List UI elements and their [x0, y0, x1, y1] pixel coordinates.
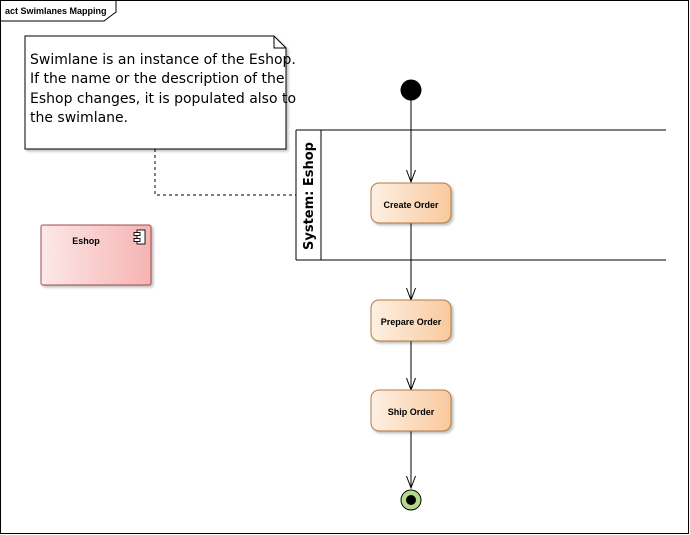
action-label: Create Order: [383, 200, 439, 210]
arrowhead-icon: [406, 475, 416, 490]
note-shape: [24, 35, 287, 150]
action-label: Ship Order: [388, 407, 435, 417]
arrowhead-icon: [406, 169, 416, 184]
note[interactable]: Swimlane is an instance of the Eshop. If…: [24, 35, 301, 150]
frame-label-tab: [0, 0, 117, 22]
action-ship-order[interactable]: Ship Order: [370, 389, 452, 432]
component-label: Eshop: [72, 236, 100, 246]
note-anchor-link[interactable]: [154, 149, 296, 196]
note-fold: [273, 36, 286, 49]
note-line: Swimlane is an instance of the Eshop.: [30, 52, 296, 68]
note-line: the swimlane.: [30, 110, 128, 126]
frame-label: act Swimlanes Mapping: [5, 6, 107, 16]
eshop-component[interactable]: Eshop: [40, 224, 152, 286]
action-prepare-order[interactable]: Prepare Order: [370, 299, 452, 342]
final-node[interactable]: [400, 489, 422, 511]
swimlane-system-eshop[interactable]: System: Eshop: [295, 129, 666, 261]
note-line: If the name or the description of the: [30, 71, 285, 87]
component-icon: [133, 229, 146, 245]
swimlane-label: System: Eshop: [302, 142, 317, 250]
initial-node[interactable]: [400, 79, 422, 101]
note-line: Eshop changes, it is populated also to: [30, 91, 296, 107]
action-label: Prepare Order: [381, 317, 442, 327]
action-box: [370, 299, 452, 342]
action-create-order[interactable]: Create Order: [370, 182, 452, 224]
note-text: Swimlane is an instance of the Eshop. If…: [30, 52, 301, 126]
component-box: [40, 224, 152, 286]
action-box: [370, 182, 452, 224]
action-box: [370, 389, 452, 432]
